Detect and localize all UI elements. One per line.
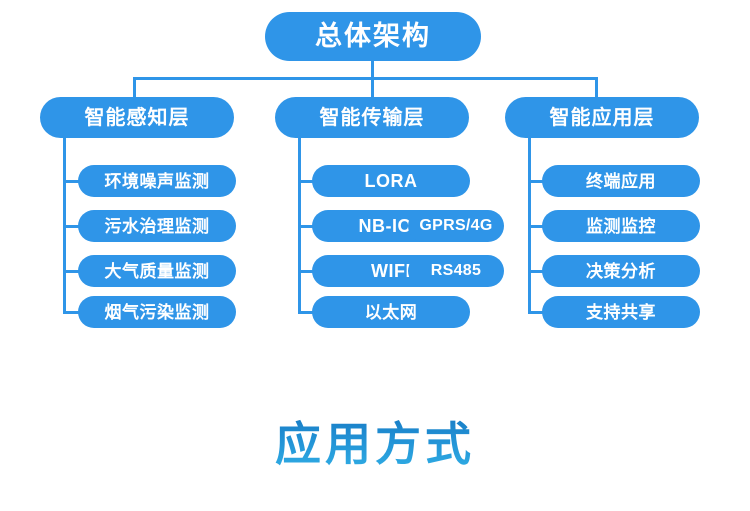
connector-level2-drop-2 bbox=[371, 77, 374, 98]
connector-stub-c1-r4 bbox=[63, 311, 80, 314]
side-node-rs485[interactable]: RS485 bbox=[408, 255, 504, 287]
connector-stub-c2-r2 bbox=[298, 225, 314, 228]
leaf-node-c2-r4[interactable]: 以太网 bbox=[312, 296, 470, 328]
connector-stub-c3-r4 bbox=[528, 311, 544, 314]
leaf-node-c3-r3[interactable]: 决策分析 bbox=[542, 255, 700, 287]
section-heading-application-method: 应用方式 bbox=[0, 408, 750, 474]
leaf-node-c1-r4[interactable]: 烟气污染监测 bbox=[78, 296, 236, 328]
connector-level2-bus bbox=[133, 77, 598, 80]
connector-stub-c1-r1 bbox=[63, 180, 80, 183]
connector-stub-c1-r2 bbox=[63, 225, 80, 228]
connector-level2-drop-1 bbox=[133, 77, 136, 98]
connector-stub-c3-r2 bbox=[528, 225, 544, 228]
side-node-gprs-4g[interactable]: GPRS/4G bbox=[408, 210, 504, 242]
connector-stub-c2-r3 bbox=[298, 270, 314, 273]
connector-stub-c3-r1 bbox=[528, 180, 544, 183]
leaf-node-c2-r1[interactable]: LORA bbox=[312, 165, 470, 197]
root-node-overall-architecture[interactable]: 总体架构 bbox=[265, 12, 481, 61]
connector-stub-c1-r3 bbox=[63, 270, 80, 273]
connector-stub-c3-r3 bbox=[528, 270, 544, 273]
branch-node-application-layer[interactable]: 智能应用层 bbox=[505, 97, 699, 138]
connector-root-drop bbox=[371, 60, 374, 79]
leaf-node-c1-r3[interactable]: 大气质量监测 bbox=[78, 255, 236, 287]
connector-stub-c2-r4 bbox=[298, 311, 314, 314]
branch-node-transmission-layer[interactable]: 智能传输层 bbox=[275, 97, 469, 138]
leaf-node-c1-r1[interactable]: 环境噪声监测 bbox=[78, 165, 236, 197]
connector-level2-drop-3 bbox=[595, 77, 598, 98]
leaf-node-c3-r4[interactable]: 支持共享 bbox=[542, 296, 700, 328]
leaf-node-c3-r1[interactable]: 终端应用 bbox=[542, 165, 700, 197]
leaf-node-c3-r2[interactable]: 监测监控 bbox=[542, 210, 700, 242]
leaf-node-c1-r2[interactable]: 污水治理监测 bbox=[78, 210, 236, 242]
connector-stub-c2-r1 bbox=[298, 180, 314, 183]
branch-node-perception-layer[interactable]: 智能感知层 bbox=[40, 97, 234, 138]
